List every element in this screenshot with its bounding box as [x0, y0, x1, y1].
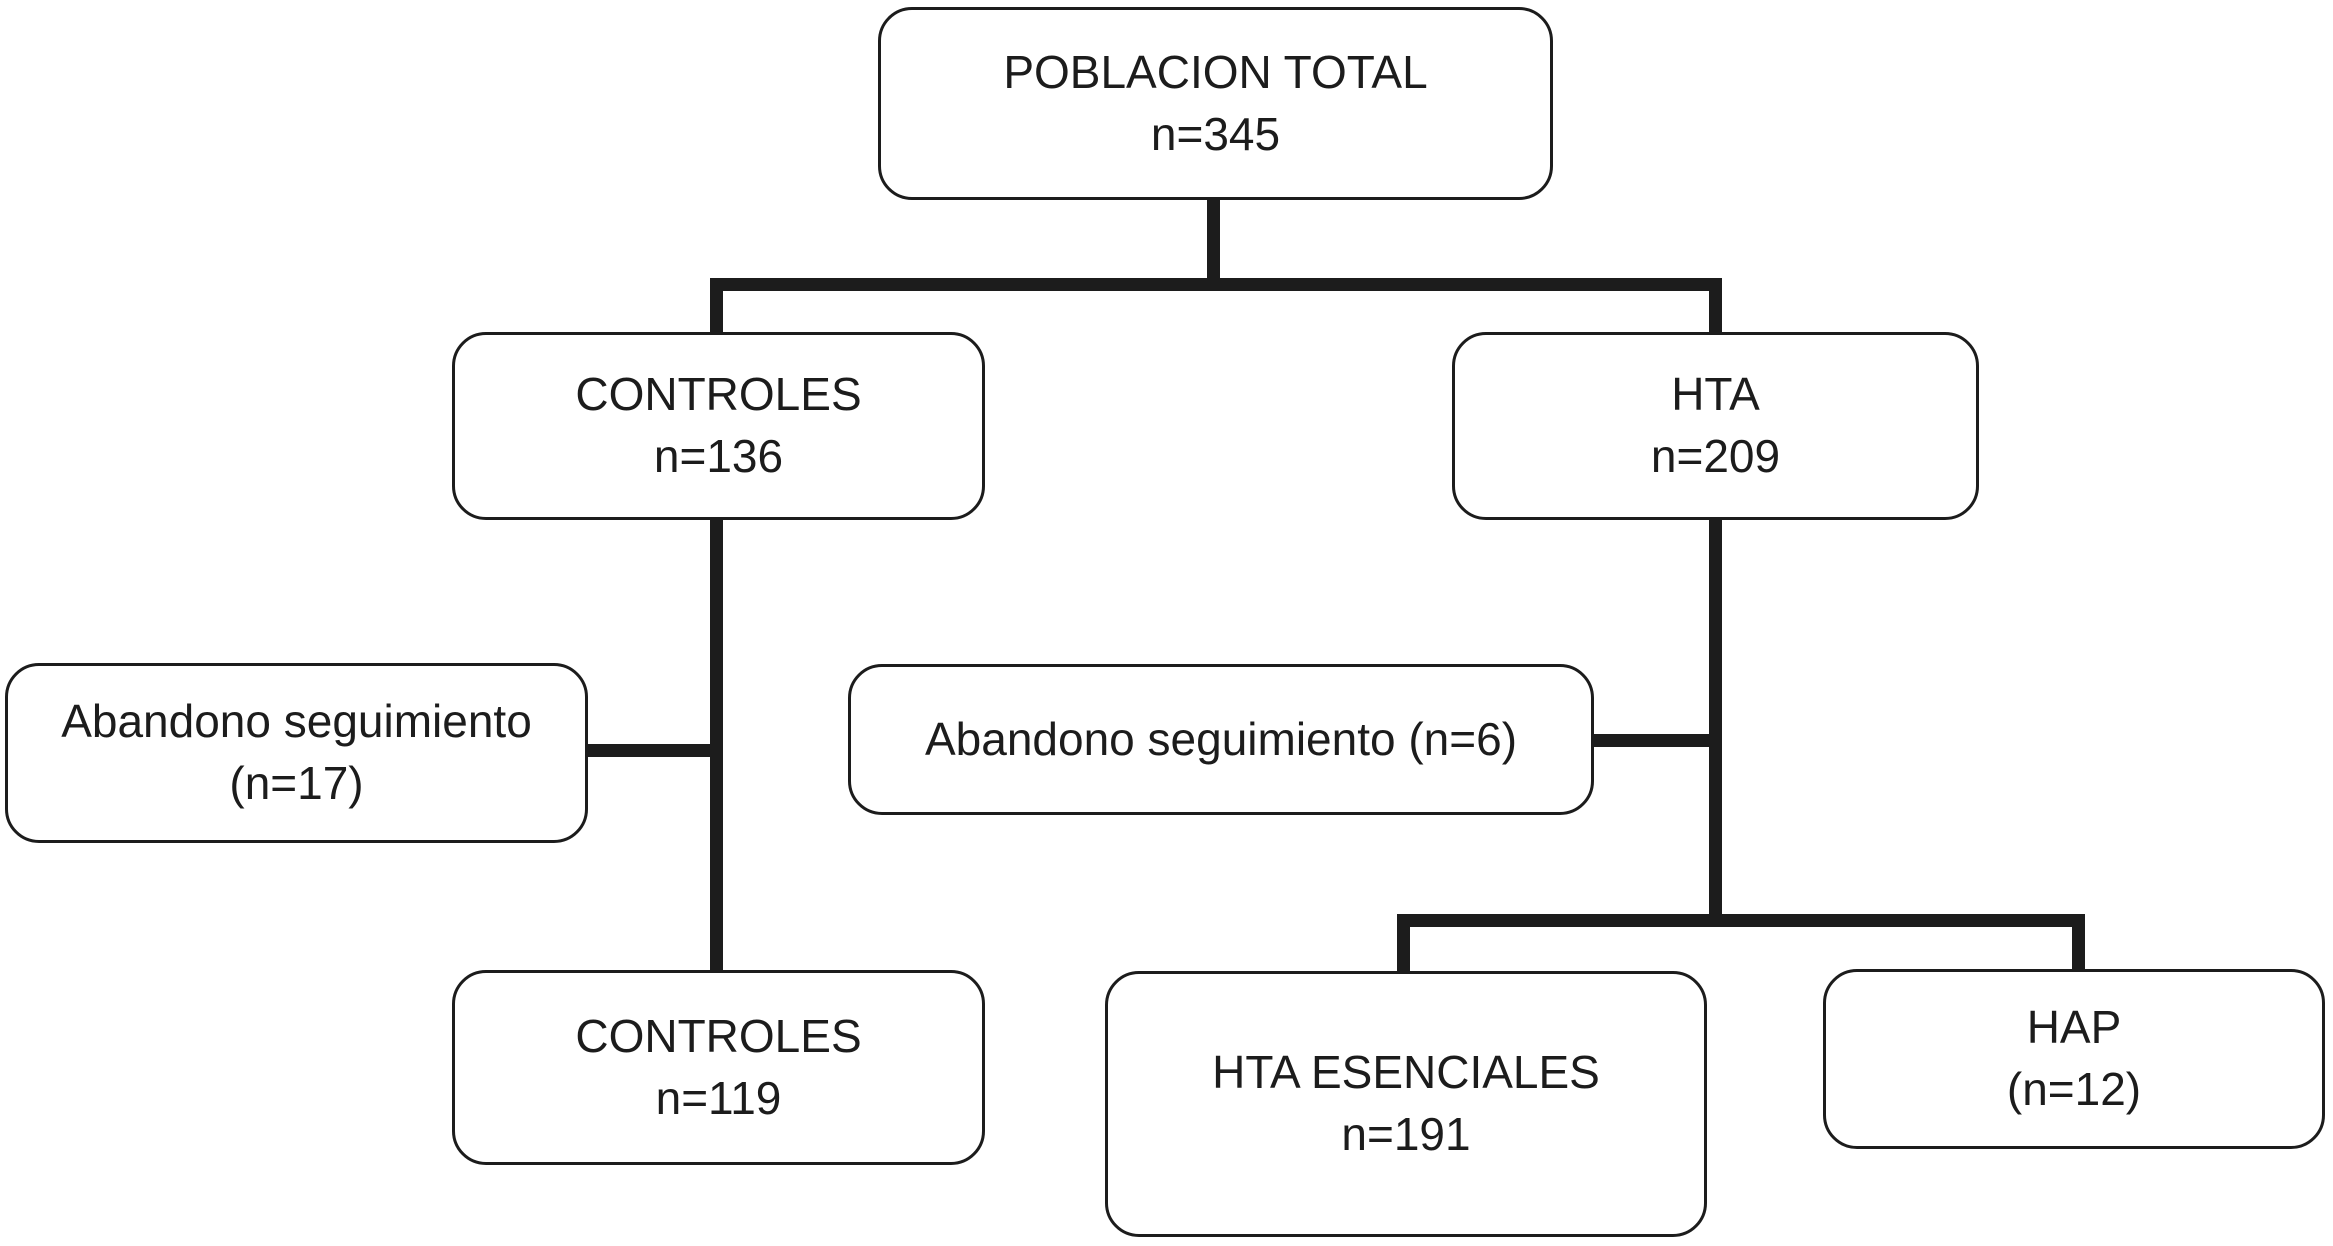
connector-hap-drop: [2072, 914, 2085, 972]
node-label: Abandono seguimiento: [61, 695, 532, 748]
connector-hta-drop: [1709, 278, 1722, 335]
node-count: n=209: [1650, 430, 1781, 482]
connector-controles-drop: [710, 278, 723, 335]
node-label: HTA: [1671, 368, 1760, 421]
node-count: n=345: [1150, 107, 1281, 160]
node-controles: CONTROLES n=136: [452, 332, 985, 520]
node-hap: HAP (n=12): [1823, 969, 2325, 1149]
node-controles-final: CONTROLES n=119: [452, 970, 985, 1165]
node-label: HTA ESENCIALES: [1212, 1046, 1600, 1099]
node-label: CONTROLES: [575, 368, 862, 421]
node-hta: HTA n=209: [1452, 332, 1979, 520]
node-poblacion-total: POBLACION TOTAL n=345: [878, 7, 1553, 200]
connector-top-horizontal: [710, 278, 1722, 291]
node-abandono-seguimiento-hta: Abandono seguimiento (n=6): [848, 664, 1594, 815]
node-count: n=119: [655, 1071, 782, 1124]
connector-esenciales-drop: [1397, 914, 1410, 974]
node-abandono-seguimiento-controles: Abandono seguimiento (n=17): [5, 663, 588, 843]
node-hta-esenciales: HTA ESENCIALES n=191: [1105, 971, 1707, 1237]
node-label: POBLACION TOTAL: [1003, 45, 1428, 98]
node-label: Abandono seguimiento (n=6): [924, 712, 1518, 765]
connector-controles-down: [710, 518, 723, 973]
node-label: HAP: [2026, 1001, 2122, 1054]
node-label: CONTROLES: [575, 1009, 862, 1062]
connector-abandono6-link: [1592, 734, 1711, 747]
connector-hta-branch-horizontal: [1397, 914, 2085, 927]
connector-poblacion-down: [1207, 198, 1220, 291]
node-count: (n=12): [2006, 1063, 2142, 1115]
node-count: (n=17): [229, 757, 364, 809]
node-count: n=136: [653, 430, 784, 482]
connector-abandono17-link: [586, 744, 712, 757]
connector-hta-down: [1709, 518, 1722, 927]
node-count: n=191: [1341, 1108, 1471, 1160]
